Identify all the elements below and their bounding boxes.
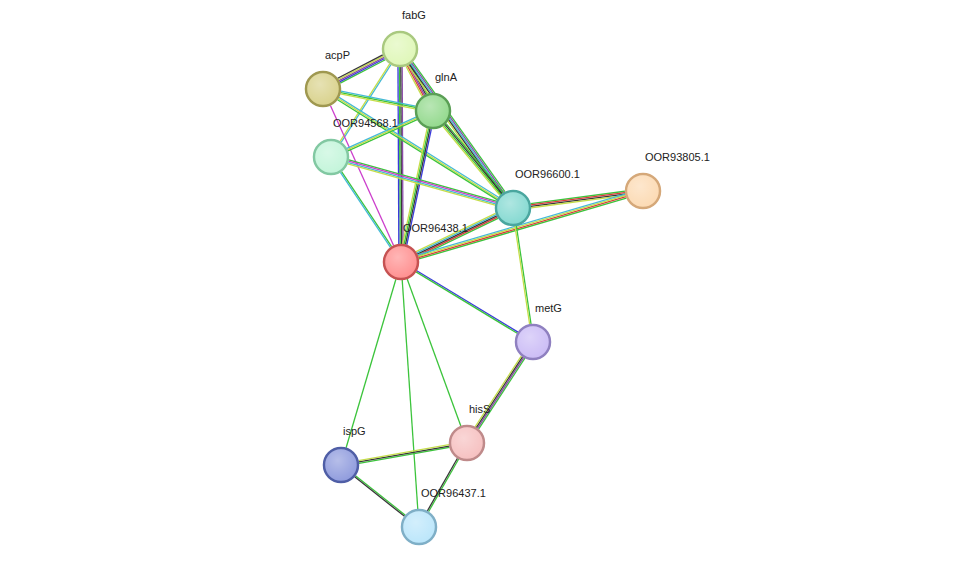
protein-node: OOR93805.1 (625, 173, 661, 209)
node-label: OOR96438.1 (403, 222, 468, 235)
node-circle (625, 173, 661, 209)
interaction-edge (402, 280, 418, 509)
interaction-edge (515, 226, 531, 325)
node-label: metG (535, 302, 562, 315)
node-label: acpP (325, 49, 350, 62)
interaction-edge (355, 476, 406, 517)
node-circle (382, 31, 418, 67)
interaction-edge (475, 356, 525, 429)
node-label: OOR94568.1 (333, 117, 398, 130)
node-circle (305, 71, 341, 107)
node-circle (449, 425, 485, 461)
node-label: ispG (343, 425, 366, 438)
node-label: OOR96600.1 (515, 168, 580, 181)
node-circle (323, 447, 359, 483)
interaction-edge (427, 458, 458, 511)
interaction-edge (346, 279, 396, 447)
protein-node: glnA (415, 93, 451, 129)
node-circle (401, 509, 437, 545)
node-circle (495, 190, 531, 226)
node-label: fabG (402, 9, 426, 22)
interaction-edge (348, 160, 496, 205)
node-circle (383, 244, 419, 280)
node-label: glnA (435, 71, 457, 84)
protein-node: OOR96438.1 (383, 244, 419, 280)
interaction-edge (416, 271, 518, 334)
node-label: OOR96437.1 (421, 487, 486, 500)
protein-node: fabG (382, 31, 418, 67)
node-circle (313, 139, 349, 175)
protein-node: OOR96437.1 (401, 509, 437, 545)
interaction-edge (398, 67, 403, 244)
protein-node: OOR94568.1 (313, 139, 349, 175)
interaction-edge (407, 279, 461, 426)
interaction-edge (340, 172, 391, 248)
protein-node: ispG (323, 447, 359, 483)
interaction-edge (443, 124, 503, 196)
node-label: hisS (469, 403, 490, 416)
interaction-edge (358, 445, 449, 464)
protein-node: hisS (449, 425, 485, 461)
node-label: OOR93805.1 (645, 151, 710, 164)
protein-node: metG (515, 324, 551, 360)
protein-node: acpP (305, 71, 341, 107)
node-circle (415, 93, 451, 129)
protein-node: OOR96600.1 (495, 190, 531, 226)
node-circle (515, 324, 551, 360)
